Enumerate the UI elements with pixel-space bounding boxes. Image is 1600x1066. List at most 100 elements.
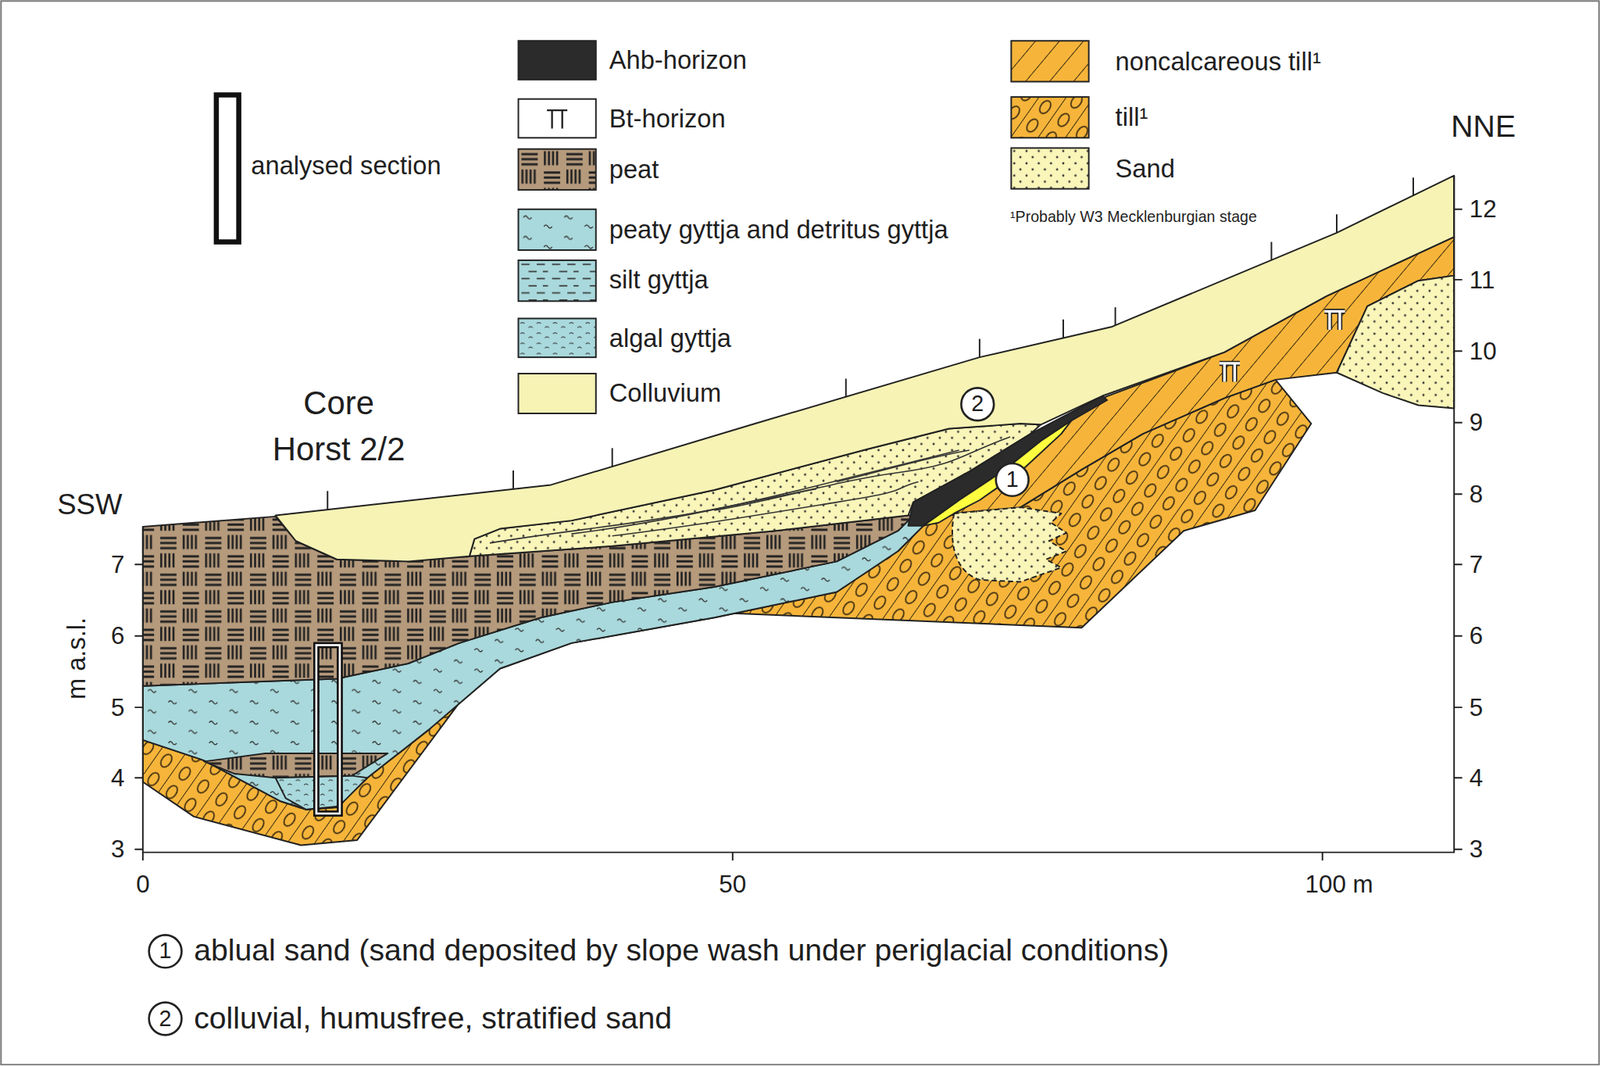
legend-swatch-fill [1010, 40, 1089, 82]
axis-tick-label: 4 [1469, 763, 1483, 792]
sand-body [1336, 275, 1454, 409]
legend-swatch [518, 373, 597, 414]
borehole-tick [1412, 177, 1415, 197]
analysed-section [316, 644, 340, 814]
sand-lens [952, 507, 1067, 582]
legend-swatch [518, 318, 597, 358]
legend-swatch-fill [518, 260, 597, 301]
strata-line [489, 489, 817, 543]
legend-swatch [1010, 40, 1089, 82]
callout-circle-shape [960, 387, 994, 421]
colluvium-layer [275, 175, 1455, 562]
algal-gyttja-layer [275, 775, 368, 810]
borehole-tick [1114, 307, 1117, 326]
bt-symbol [1324, 310, 1345, 330]
legend-text: Colluvium [609, 378, 722, 408]
axis-tick-label: 50 [718, 869, 747, 898]
legend-text: Sand [1115, 153, 1175, 184]
legend-swatch-fill [216, 94, 240, 242]
gyttja-layer [142, 515, 924, 810]
axis-tick-label: 7 [1469, 550, 1483, 579]
axis-tick-label: 100 m [1305, 869, 1374, 898]
borehole-tick [1270, 242, 1272, 261]
axis-ticks [1453, 209, 1462, 850]
legend-text: algal gyttja [609, 323, 732, 354]
borehole-tick [978, 339, 981, 358]
axis-tick-label: 4 [110, 763, 125, 792]
legend-swatch [518, 209, 597, 250]
note-text: ablual sand (sand deposited by slope was… [193, 932, 1169, 968]
axis-tick-label: 0 [135, 869, 150, 898]
axis-tick-label: 9 [1469, 408, 1483, 437]
callout-circle-shape [149, 1002, 183, 1036]
axis-tick-label: 5 [110, 692, 125, 722]
axis-tick-label: 10 [1469, 336, 1497, 365]
strata-line [571, 450, 959, 534]
legend-swatch [1010, 147, 1089, 189]
callout-circle-shape [996, 463, 1029, 497]
bt-symbol [546, 110, 568, 129]
callout-number: 2 [159, 1007, 172, 1030]
analysed-section [316, 644, 340, 814]
legend-swatch-fill [1010, 96, 1089, 138]
axis-ticks [134, 564, 143, 849]
axis-tick-label: 6 [110, 621, 125, 650]
legend-swatch-fill [518, 318, 597, 358]
axis-title: m a.s.l. [61, 617, 92, 700]
axis-tick-label: 6 [1469, 621, 1483, 650]
axis-tick-label: 7 [110, 550, 125, 579]
strata-line [612, 481, 919, 536]
axis-tick-label: 3 [110, 835, 125, 864]
direction-label: NNE [1450, 108, 1516, 144]
borehole-tick [326, 490, 329, 510]
ablual-sand [923, 420, 1072, 526]
axis-ticks [142, 852, 1323, 861]
legend-swatch-fill [518, 40, 597, 80]
callout-circle: 2 [147, 1000, 183, 1036]
strata-line [714, 436, 1011, 511]
legend-text: noncalcareous till¹ [1115, 46, 1322, 77]
legend-text: analysed section [250, 150, 441, 181]
core-label: Core Horst 2/2 [262, 380, 416, 473]
axis-line [142, 175, 1454, 853]
legend-swatch-fill [518, 99, 597, 139]
borehole-tick [845, 378, 847, 398]
legend-text: Ahb-horizon [609, 45, 747, 75]
borehole-tick [611, 447, 614, 467]
axis-tick-label: 8 [1469, 479, 1483, 508]
legend-swatch-fill [518, 209, 597, 250]
legend-swatch [518, 99, 597, 139]
axis-tick-label: 5 [1469, 692, 1483, 722]
legend-swatch [518, 40, 597, 80]
legend-swatch-fill [518, 149, 597, 190]
bt-symbols [1219, 310, 1346, 382]
callout-number: 2 [971, 392, 984, 416]
callout-number: 1 [1006, 468, 1019, 492]
legend-swatch [518, 260, 597, 301]
bt-symbol [1219, 363, 1240, 383]
axis-tick-label: 3 [1469, 835, 1483, 864]
peat-lens [203, 753, 388, 778]
strata-line [836, 450, 970, 482]
direction-label: SSW [57, 489, 122, 522]
legend-swatch-fill [1010, 147, 1089, 189]
legend-text: Bt-horizon [609, 103, 726, 134]
footnote: ¹Probably W3 Mecklenburgian stage [1010, 207, 1258, 226]
legend-text: peat [609, 154, 660, 185]
legend-swatch [216, 94, 240, 242]
legend-text: till¹ [1115, 102, 1149, 133]
callout-circle-shape [149, 934, 183, 968]
callout-circle: 1 [147, 933, 183, 968]
legend-text: peaty gyttja and detritus gyttja [609, 214, 949, 245]
axis-tick-label: 11 [1469, 265, 1496, 294]
callout-number: 1 [159, 939, 172, 963]
callout-circle: 2 [960, 386, 995, 422]
note-text: colluvial, humusfree, stratified sand [193, 1000, 672, 1036]
legend-swatch-fill [518, 373, 597, 414]
borehole-ticks [327, 177, 1414, 509]
callout-circle: 1 [994, 462, 1029, 497]
legend-swatch [1010, 96, 1089, 138]
borehole-tick [512, 470, 515, 490]
legend-text: silt gyttja [609, 264, 709, 295]
